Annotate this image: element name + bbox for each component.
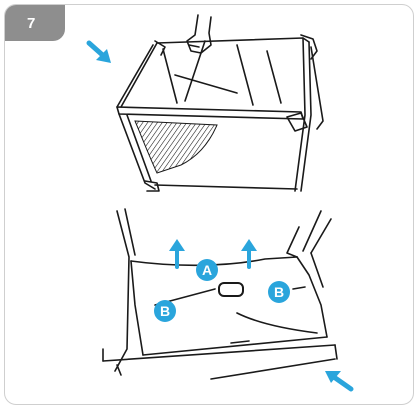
mesh-panel bbox=[134, 120, 218, 174]
playpen-base-drawing bbox=[102, 208, 338, 380]
step-number: 7 bbox=[27, 14, 36, 32]
callout-a-label: A bbox=[202, 262, 212, 278]
assembly-illustration: A B B bbox=[86, 14, 354, 392]
instruction-panel: 7 bbox=[4, 4, 414, 405]
callout-b-left: B bbox=[154, 300, 176, 322]
arrow-icon bbox=[325, 371, 354, 392]
callout-b-right: B bbox=[268, 281, 290, 303]
arrow-icon bbox=[86, 40, 111, 63]
step-number-badge: 7 bbox=[5, 5, 65, 41]
callout-a: A bbox=[196, 259, 218, 281]
up-arrow-icon bbox=[169, 239, 185, 269]
playpen-top-drawing bbox=[116, 14, 324, 192]
callout-b-left-label: B bbox=[160, 303, 170, 319]
callout-b-right-label: B bbox=[274, 284, 284, 300]
up-arrow-icon bbox=[241, 239, 257, 269]
